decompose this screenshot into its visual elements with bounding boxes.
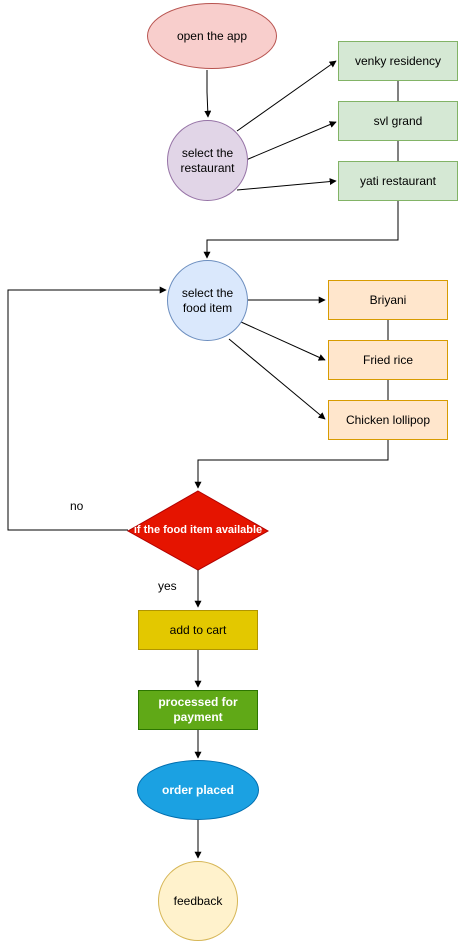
node-add-to-cart: add to cart [138,610,258,650]
node-briyani: Briyani [328,280,448,320]
edge-decision-no-loop [7,286,167,531]
node-decision-label: if the food item available [133,524,263,537]
edge-food-to-fried-rice [240,321,326,361]
node-fried-rice: Fried rice [328,340,448,380]
node-select-restaurant: select the restaurant [167,120,248,201]
node-feedback: feedback [158,861,238,941]
edge-restaurant-to-venky [236,60,337,132]
node-chicken-lollipop: Chicken lollipop [328,400,448,440]
edge-restaurant-to-yati [236,178,337,191]
node-yati-restaurant: yati restaurant [338,161,458,201]
edge-chicken-to-decision [194,440,389,489]
node-venky-residency: venky residency [338,41,458,81]
edge-label-yes: yes [158,579,177,593]
node-open-app: open the app [147,3,277,69]
node-order-placed: order placed [137,760,259,820]
edge-open-to-select-restaurant [204,70,212,118]
edge-food-to-chicken [228,338,326,420]
node-select-food: select the food item [167,260,248,341]
node-processed-payment: processed for payment [138,690,258,730]
edge-yati-to-select-food [203,201,399,259]
edge-restaurant-to-svl [245,121,337,161]
edge-label-no: no [70,499,84,513]
node-svl-grand: svl grand [338,101,458,141]
